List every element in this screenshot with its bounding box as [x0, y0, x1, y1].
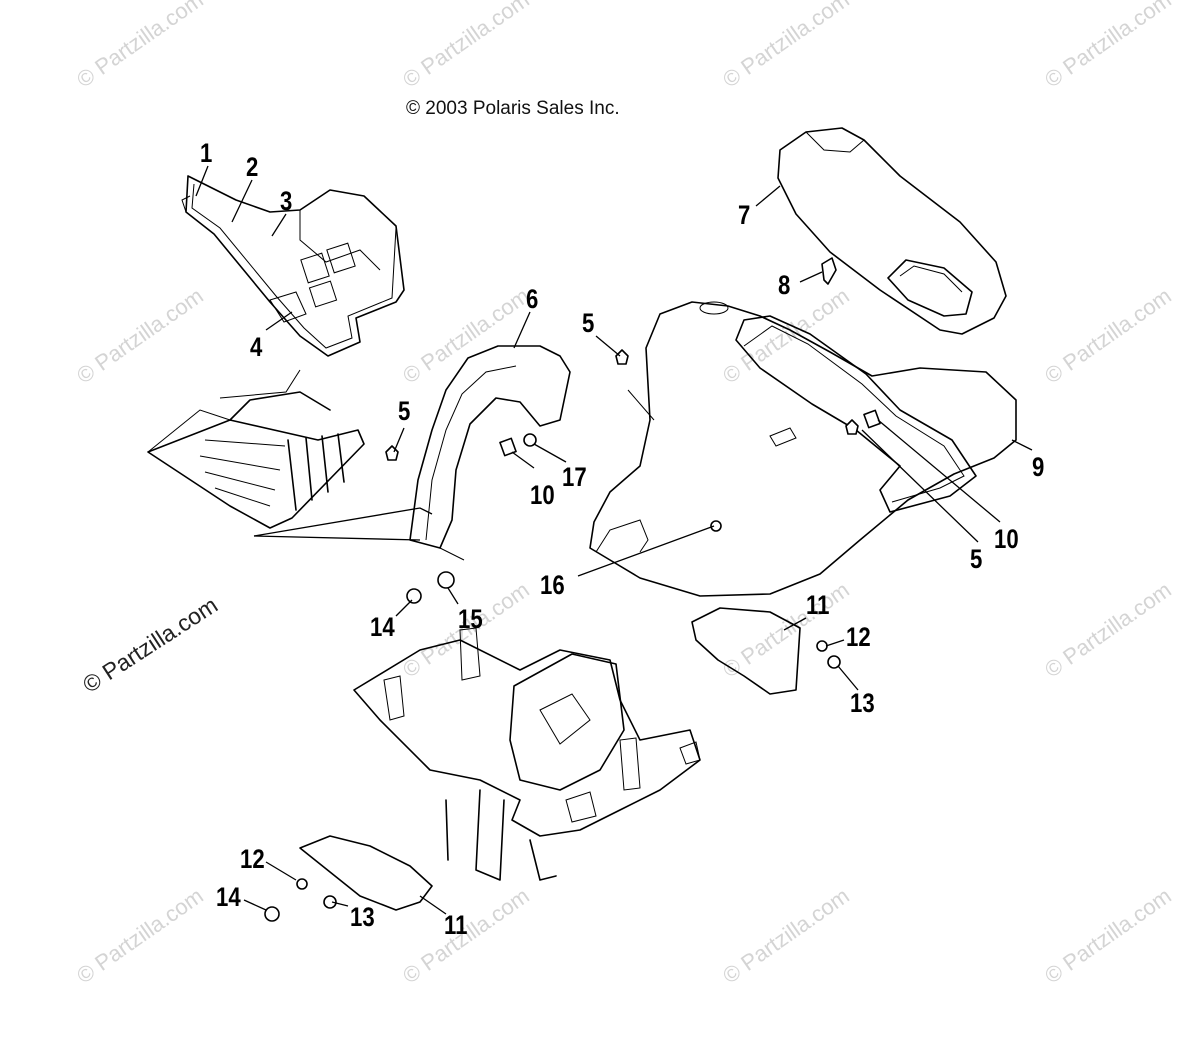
front-panel-assembly [181, 175, 405, 357]
fastener-5-top [615, 349, 629, 365]
nut-14-lower [264, 906, 280, 922]
clip-10-right [863, 409, 881, 429]
skid-plate-lower [299, 835, 433, 911]
grommet-16 [710, 520, 722, 532]
fastener-5-right [845, 419, 859, 435]
callout-14-lower: 14 [216, 882, 241, 912]
callout-2: 2 [246, 152, 259, 182]
callout-5-top: 5 [582, 308, 595, 338]
copyright-notice: © 2003 Polaris Sales Inc. [406, 98, 620, 119]
clip-10-left [499, 437, 517, 457]
callout-16: 16 [540, 570, 565, 600]
callout-10-left: 10 [530, 480, 555, 510]
floor-footrest [147, 369, 365, 529]
screw-12-lower [296, 878, 308, 890]
callout-4: 4 [250, 332, 263, 362]
screw-17 [523, 433, 537, 447]
callout-6: 6 [526, 284, 539, 314]
nut-14-upper [406, 588, 422, 604]
screw-13-upper [827, 655, 841, 669]
callout-13-upper: 13 [850, 688, 875, 718]
callout-11-upper: 11 [806, 590, 830, 620]
hardware [264, 257, 881, 922]
callout-3: 3 [280, 186, 293, 216]
callout-7: 7 [738, 200, 751, 230]
callout-11-lower: 11 [444, 910, 468, 940]
callout-17: 17 [562, 462, 587, 492]
callout-5-left: 5 [398, 396, 411, 426]
callout-8: 8 [778, 270, 791, 300]
callout-15: 15 [458, 604, 483, 634]
washer-15 [437, 571, 455, 589]
callout-1: 1 [200, 138, 213, 168]
rear-body-fender [589, 301, 1017, 597]
seat-cover [777, 127, 1007, 335]
screw-12-upper [816, 640, 828, 652]
callout-10-right: 10 [994, 524, 1019, 554]
mud-flap-upper [691, 607, 801, 695]
rear-fender-arch [409, 345, 571, 561]
screw-8 [821, 257, 837, 285]
callout-14-upper: 14 [370, 612, 395, 642]
callout-13-lower: 13 [350, 902, 375, 932]
callout-12-upper: 12 [846, 622, 871, 652]
vehicle-frame [353, 627, 701, 881]
callout-9: 9 [1032, 452, 1045, 482]
callout-12-lower: 12 [240, 844, 265, 874]
screw-13-lower [323, 895, 337, 909]
callout-5-right: 5 [970, 544, 983, 574]
leader-lines [195, 165, 1033, 915]
